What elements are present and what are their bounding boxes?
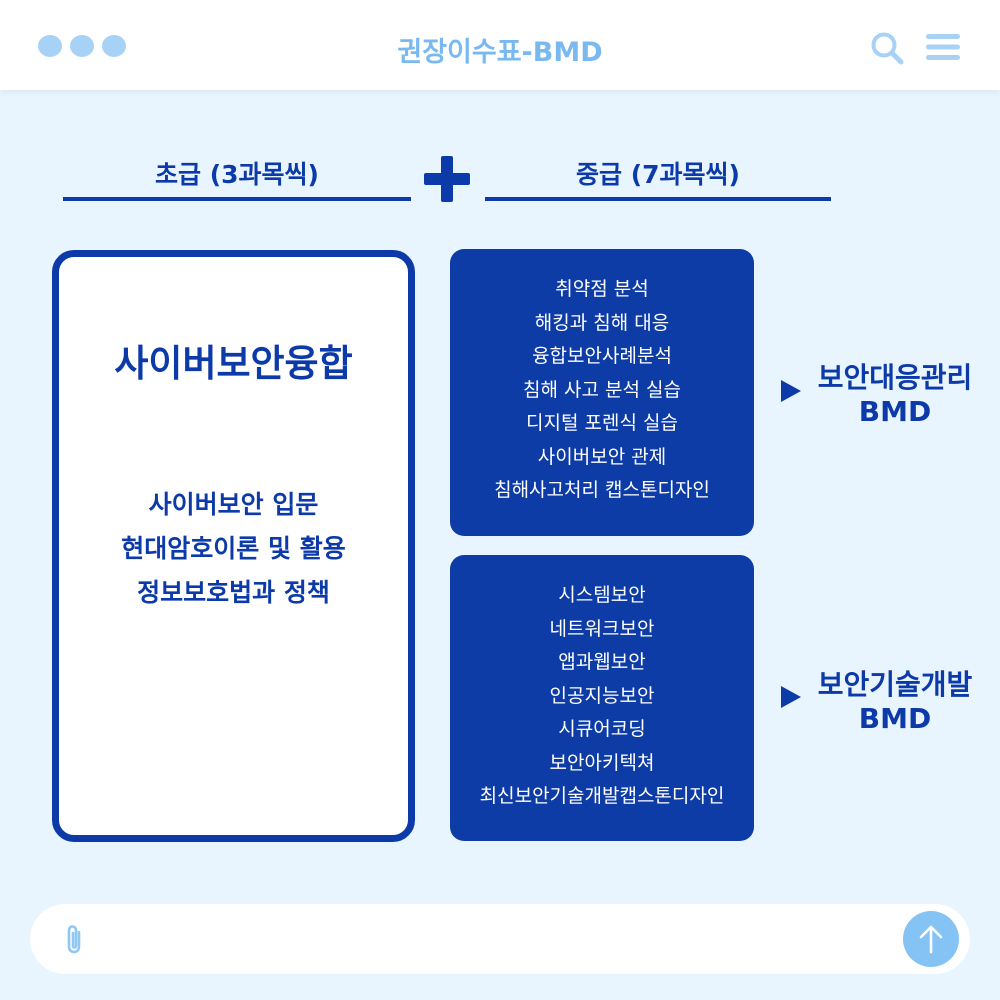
plus-icon bbox=[424, 156, 470, 202]
triangle-right-icon bbox=[781, 380, 801, 402]
basic-course-list: 사이버보안 입문 현대암호이론 및 활용 정보보호법과 정책 bbox=[59, 483, 408, 615]
degree-name: 보안기술개발 bbox=[817, 668, 973, 701]
degree-name: 보안대응관리 bbox=[817, 361, 973, 394]
course-item: 침해 사고 분석 실습 bbox=[523, 378, 681, 401]
app-title: 권장이수표-BMD bbox=[397, 37, 603, 68]
basic-course-item: 정보보호법과 정책 bbox=[137, 578, 330, 607]
course-item: 앱과웹보안 bbox=[558, 651, 646, 673]
message-input-bar[interactable] bbox=[30, 904, 970, 974]
window-dot-2[interactable] bbox=[70, 35, 94, 57]
basic-course-item: 현대암호이론 및 활용 bbox=[121, 534, 346, 563]
course-item: 인공지능보안 bbox=[549, 684, 655, 707]
response-management-degree-label: 보안대응관리 BMD bbox=[806, 361, 984, 429]
course-item: 디지털 포렌식 실습 bbox=[526, 412, 678, 434]
top-bar: 권장이수표-BMD bbox=[0, 0, 1000, 90]
course-item: 사이버보안 관제 bbox=[537, 445, 667, 468]
paperclip-icon[interactable] bbox=[62, 923, 86, 957]
send-button[interactable] bbox=[903, 911, 959, 967]
window-dot-3[interactable] bbox=[102, 35, 126, 57]
mid-heading-underline bbox=[485, 197, 831, 201]
basic-course-item: 사이버보안 입문 bbox=[148, 490, 319, 519]
course-item: 시스템보안 bbox=[558, 584, 646, 606]
response-management-course-list: 취약점 분석 해킹과 침해 대응 융합보안사례분석 침해 사고 분석 실습 디지… bbox=[450, 249, 754, 508]
course-item: 네트워크보안 bbox=[549, 617, 655, 640]
window-dot-1[interactable] bbox=[38, 35, 62, 57]
technology-development-course-list: 시스템보안 네트워크보안 앱과웹보안 인공지능보안 시큐어코딩 보안아키텍쳐 최… bbox=[450, 555, 754, 814]
mid-level-heading: 중급 (7과목씩) bbox=[576, 160, 740, 189]
window-controls bbox=[38, 35, 126, 57]
course-item: 해킹과 침해 대응 bbox=[534, 311, 670, 334]
degree-code: BMD bbox=[858, 702, 932, 735]
response-management-course-box: 취약점 분석 해킹과 침해 대응 융합보안사례분석 침해 사고 분석 실습 디지… bbox=[450, 249, 754, 536]
degree-code: BMD bbox=[858, 395, 932, 428]
technology-development-course-box: 시스템보안 네트워크보안 앱과웹보안 인공지능보안 시큐어코딩 보안아키텍쳐 최… bbox=[450, 555, 754, 841]
course-item: 취약점 분석 bbox=[555, 278, 649, 300]
technology-development-degree-label: 보안기술개발 BMD bbox=[806, 668, 984, 736]
basic-level-heading: 초급 (3과목씩) bbox=[155, 160, 319, 189]
basic-card-title: 사이버보안융합 bbox=[114, 342, 353, 385]
course-item: 시큐어코딩 bbox=[558, 718, 646, 740]
triangle-right-icon bbox=[781, 686, 801, 708]
arrow-up-icon bbox=[919, 925, 943, 954]
search-icon[interactable] bbox=[870, 31, 904, 65]
course-item: 침해사고처리 캡스톤디자인 bbox=[494, 479, 710, 501]
menu-icon[interactable] bbox=[926, 33, 960, 61]
course-item: 최신보안기술개발캡스톤디자인 bbox=[479, 785, 725, 807]
basic-course-card: 사이버보안융합 사이버보안 입문 현대암호이론 및 활용 정보보호법과 정책 bbox=[52, 250, 415, 842]
basic-heading-underline bbox=[63, 197, 411, 201]
course-item: 보안아키텍쳐 bbox=[549, 751, 655, 774]
course-item: 융합보안사례분석 bbox=[532, 345, 672, 367]
